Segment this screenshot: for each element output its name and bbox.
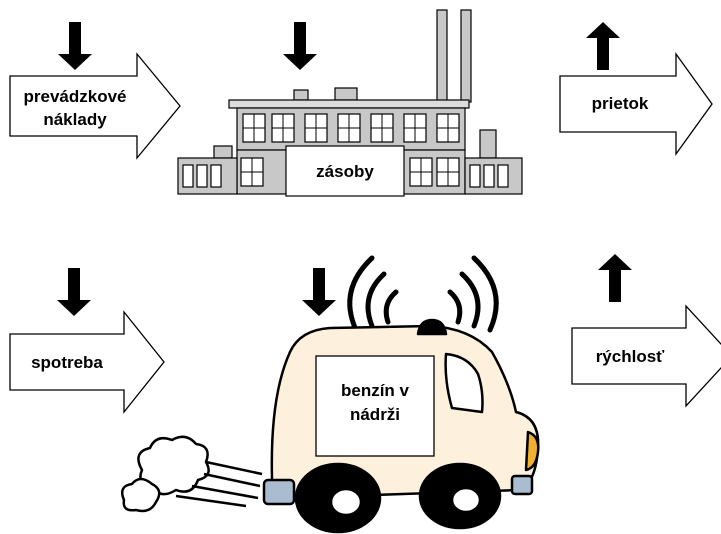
fuel-label-line2: nádrži <box>350 405 400 424</box>
down-arrow-consumption-icon <box>57 268 91 316</box>
speed-label: rýchlosť <box>596 347 665 366</box>
consumption-label: spotreba <box>31 353 103 372</box>
down-arrow-operating-costs-icon <box>58 22 92 70</box>
inventory-box: zásoby <box>285 145 405 197</box>
throughput-arrow: prietok <box>559 51 713 157</box>
speed-arrow: rýchlosť <box>571 304 721 408</box>
operating-costs-label-line1: prevádzkové <box>24 87 127 106</box>
fuel-label-line1: benzín v <box>341 381 410 400</box>
operating-costs-label-line2: náklady <box>43 110 107 129</box>
up-arrow-speed-icon <box>598 254 632 302</box>
operating-costs-arrow: prevádzkové náklady <box>9 52 181 160</box>
down-arrow-fuel-icon <box>302 268 336 316</box>
siren-waves-icon <box>347 255 499 333</box>
down-arrow-inventory-icon <box>283 22 317 70</box>
throughput-label: prietok <box>592 94 649 113</box>
up-arrow-throughput-icon <box>586 22 620 70</box>
inventory-label: zásoby <box>316 162 374 181</box>
consumption-arrow: spotreba <box>9 310 165 414</box>
fuel-box: benzín v nádrži <box>315 355 435 457</box>
